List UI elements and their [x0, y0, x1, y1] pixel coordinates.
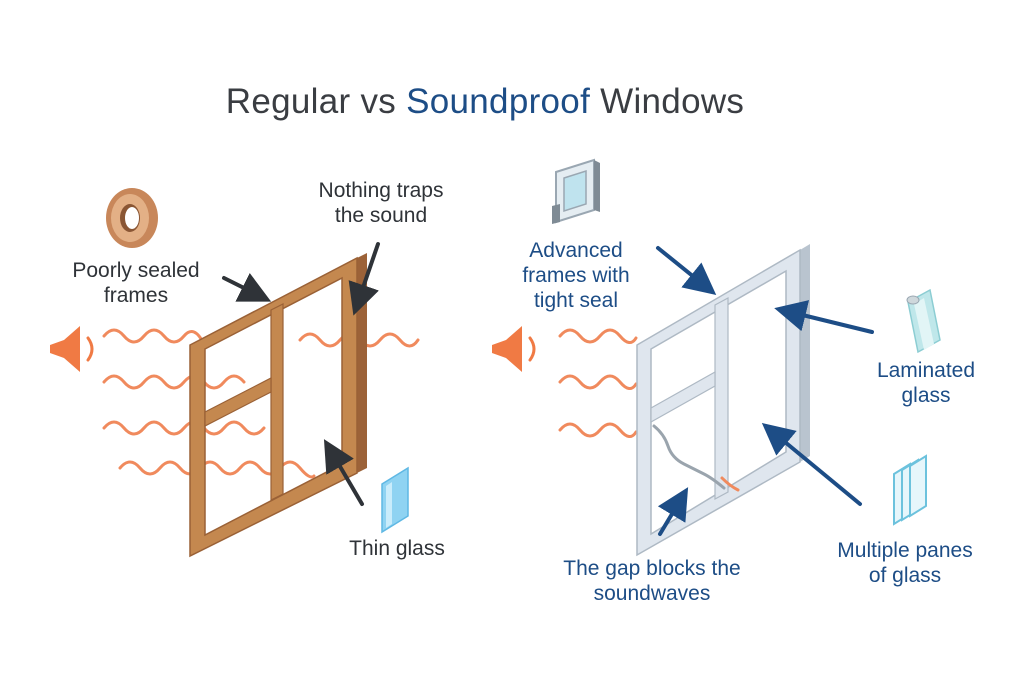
label-multiple-panes-line2: of glass — [868, 564, 942, 587]
label-poorly-sealed: Poorly sealed frames — [58, 258, 214, 308]
page-title: Regular vs Soundproof Windows — [0, 82, 970, 122]
label-advanced-frames: Advanced frames with tight seal — [506, 238, 646, 313]
sound-waves-soundproof — [558, 328, 638, 438]
label-advanced-frames-line3: tight seal — [533, 289, 619, 312]
sound-waves-regular — [102, 328, 420, 479]
wooden-window-frame — [189, 253, 367, 558]
label-multiple-panes-line1: Multiple panes — [837, 539, 973, 562]
regular-window-group — [50, 188, 420, 558]
speaker-icon — [50, 326, 94, 372]
label-nothing-traps-line1: Nothing traps — [318, 179, 444, 202]
label-thin-glass: Thin glass — [336, 536, 458, 561]
label-multiple-panes: Multiple panes of glass — [820, 538, 990, 588]
laminated-roll-icon — [906, 288, 941, 354]
label-gap-blocks: The gap blocks the soundwaves — [544, 556, 760, 606]
label-gap-blocks-line1: The gap blocks the — [563, 557, 741, 580]
multi-pane-icon — [893, 454, 927, 526]
label-gap-blocks-line2: soundwaves — [593, 582, 711, 605]
steel-window-frame — [636, 244, 810, 557]
label-nothing-traps-line2: the sound — [334, 204, 428, 227]
title-part-1: Regular vs — [225, 82, 397, 121]
arrows-regular — [222, 242, 380, 506]
soundproof-window-group — [492, 158, 941, 557]
glass-pane-icon — [381, 466, 409, 534]
label-poorly-sealed-line2: frames — [103, 284, 169, 307]
label-advanced-frames-line1: Advanced — [529, 239, 623, 262]
label-laminated-line2: glass — [901, 384, 951, 407]
label-laminated-line1: Laminated — [876, 359, 976, 382]
arrows-soundproof — [656, 246, 874, 536]
label-laminated-glass: Laminated glass — [862, 358, 990, 408]
tape-roll-icon — [106, 188, 158, 248]
label-nothing-traps: Nothing traps the sound — [300, 178, 462, 228]
title-part-3: Windows — [600, 82, 745, 121]
label-advanced-frames-line2: frames with — [522, 264, 630, 287]
label-thin-glass-text: Thin glass — [349, 537, 445, 560]
label-poorly-sealed-line1: Poorly sealed — [72, 259, 200, 282]
speaker-icon-right — [492, 326, 536, 372]
window-frame-corner-icon — [552, 158, 600, 224]
title-part-2: Soundproof — [406, 82, 591, 121]
